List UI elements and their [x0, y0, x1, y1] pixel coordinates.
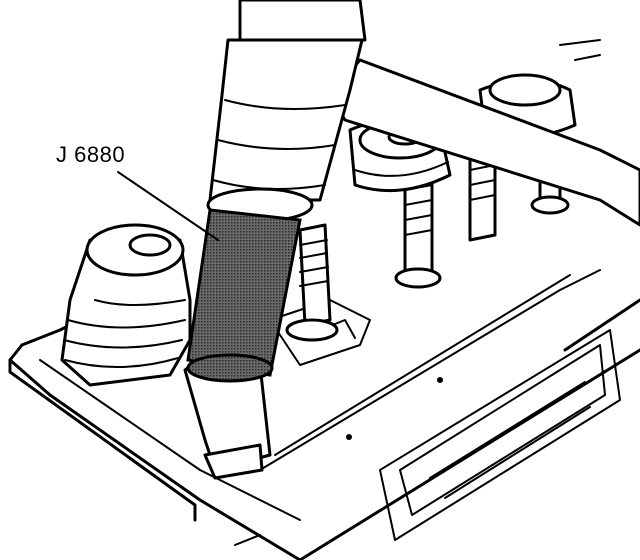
driver-tool-body	[206, 0, 367, 223]
rocker-arm-left	[60, 223, 192, 387]
valve-stem-center	[285, 223, 339, 342]
valve-stem-middle	[394, 168, 442, 289]
cylinder-head-body	[8, 268, 640, 560]
tool-callout-label: J 6880	[56, 142, 126, 167]
j6880-socket	[186, 208, 302, 383]
callout-leader-line	[117, 171, 219, 241]
